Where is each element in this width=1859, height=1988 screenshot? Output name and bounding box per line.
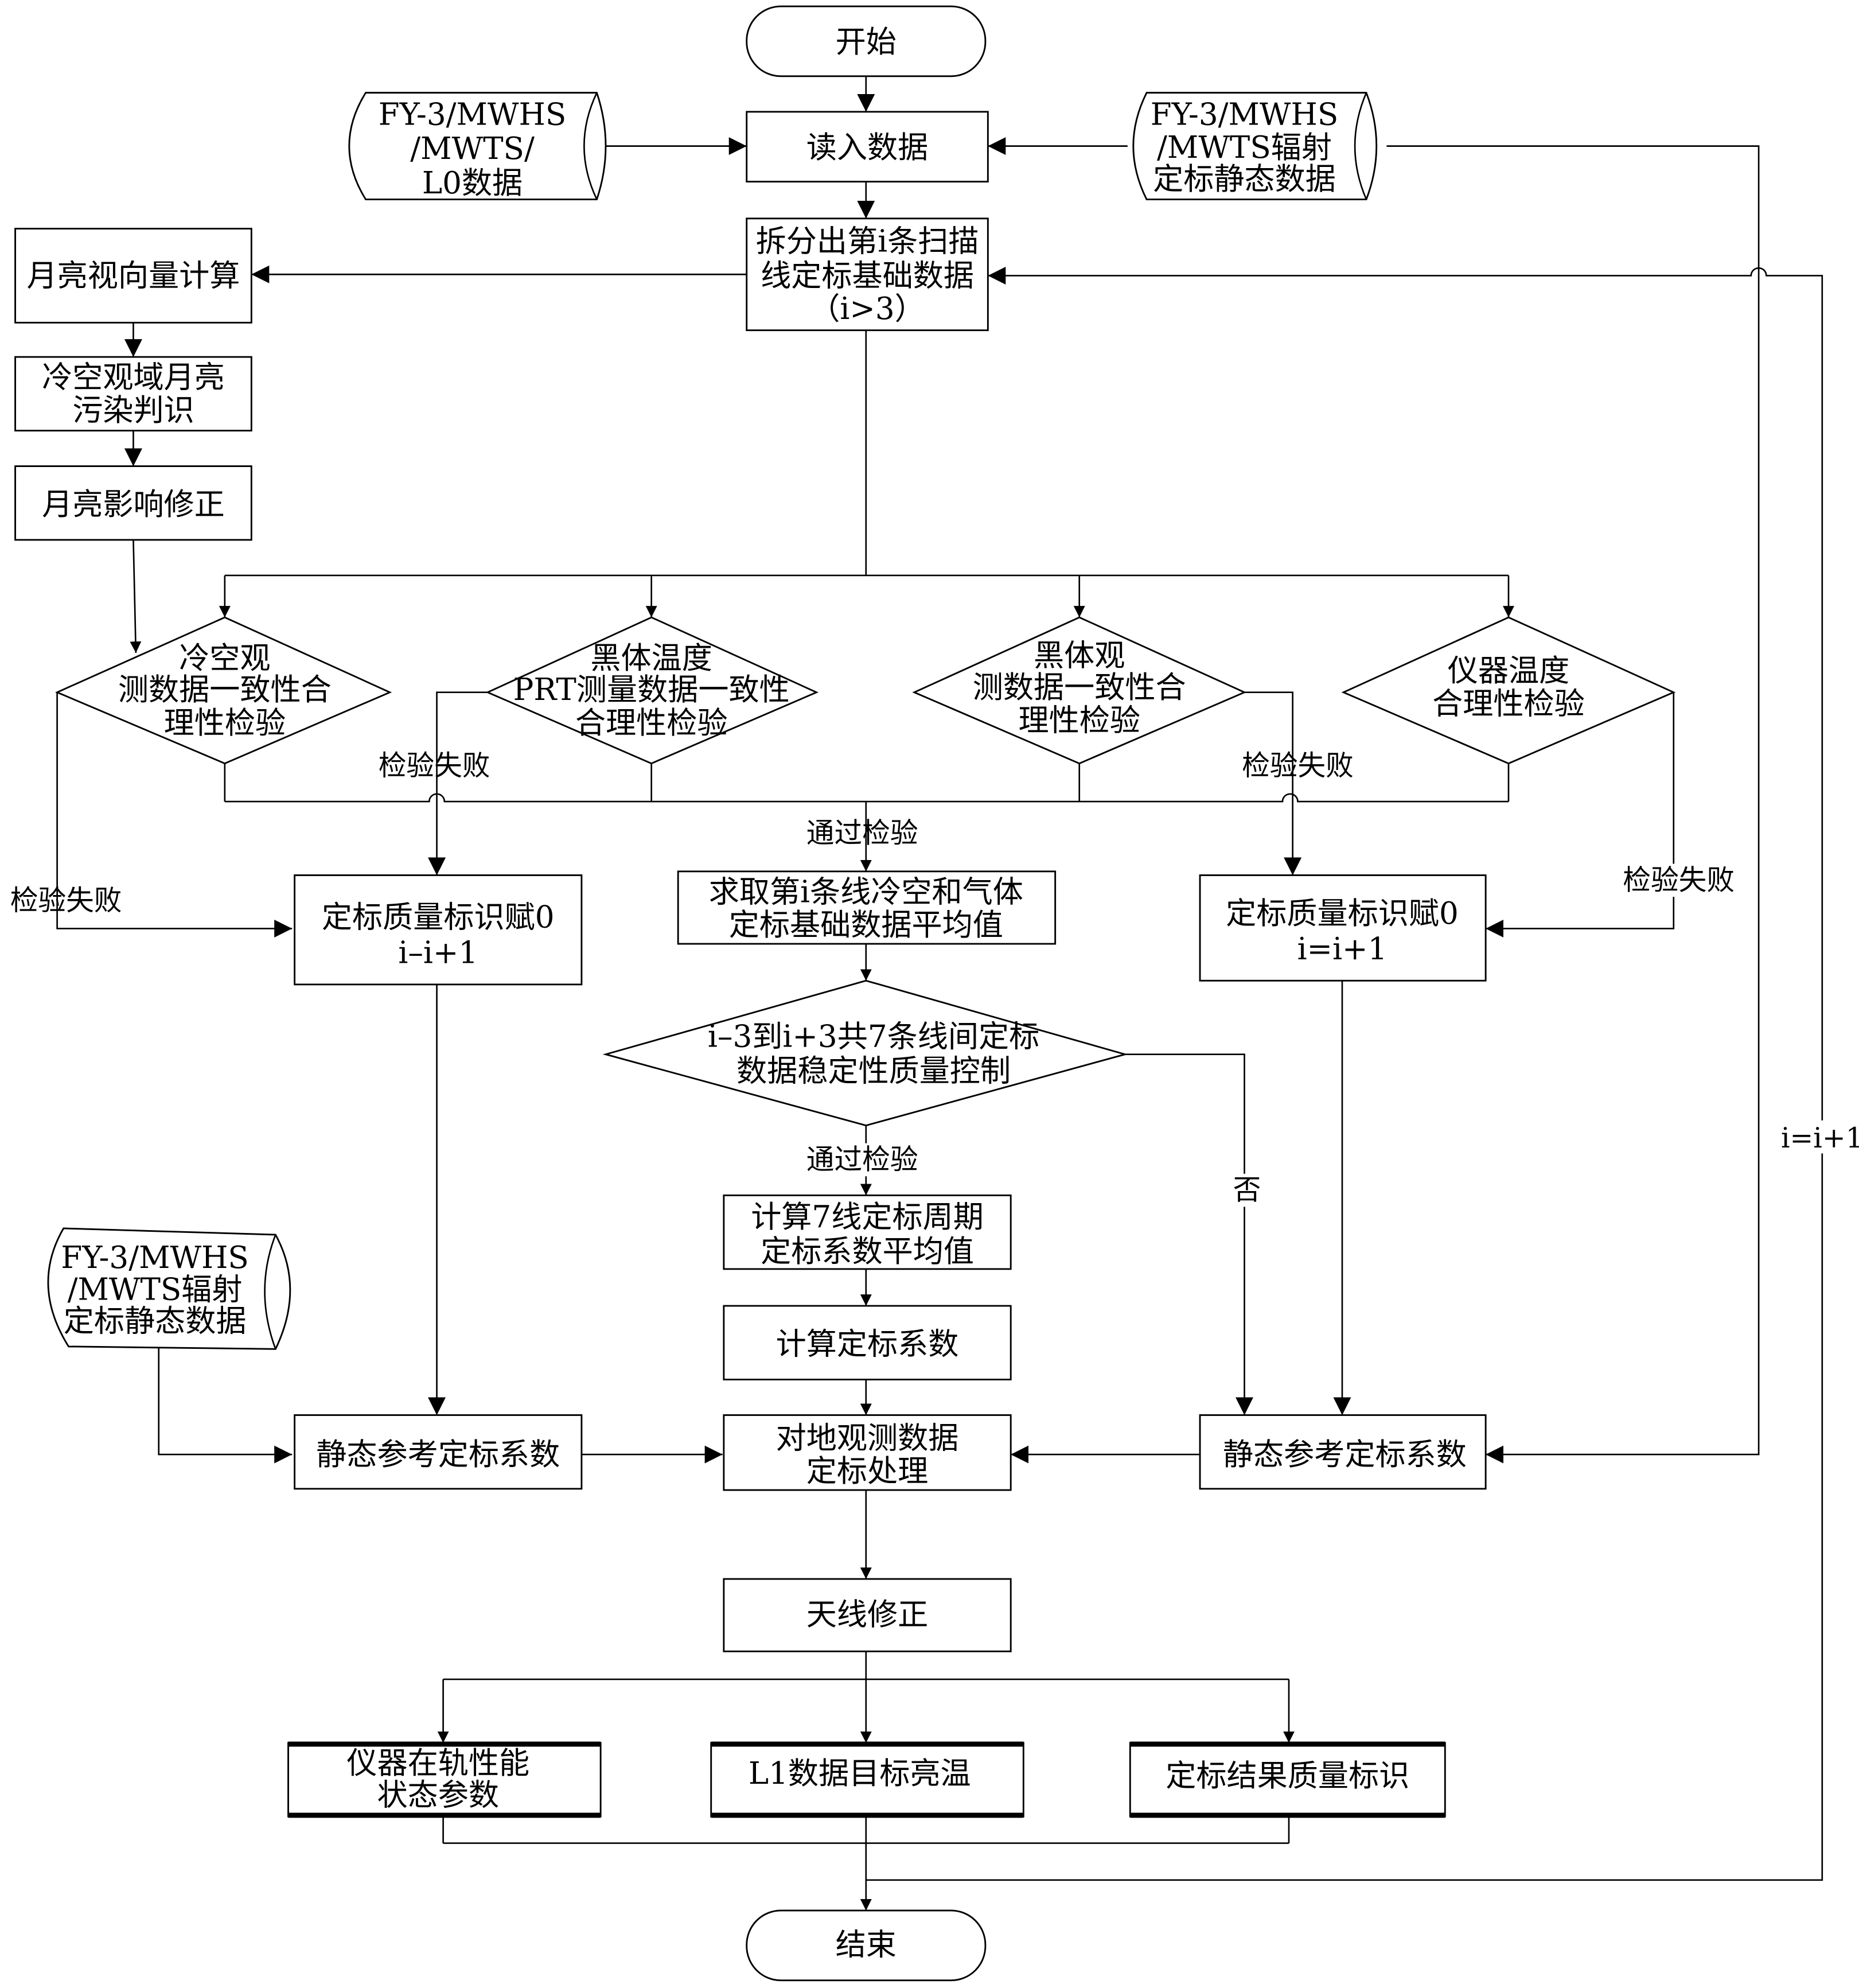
split-line-1: 拆分出第i条扫描	[756, 224, 979, 259]
edge-correct-cold	[130, 539, 142, 653]
ground-line-2: 定标处理	[806, 1453, 928, 1489]
end-terminal: 结束	[746, 1909, 987, 1982]
start-terminal: 开始	[746, 5, 987, 77]
prt-line-1: 黑体温度	[590, 640, 712, 676]
static-left-line-1: FY-3/MWHS	[61, 1240, 248, 1275]
static-ref-right-box: 静态参考定标系数	[1199, 1414, 1487, 1490]
split-scan-box: 拆分出第i条扫描 线定标基础数据 （i>3）	[746, 217, 989, 332]
instr-line-1: 仪器温度	[1448, 653, 1569, 688]
l0-data-store: FY-3/MWHS /MWTS/ L0数据	[348, 92, 607, 201]
perf-line-1: 仪器在轨性能	[346, 1745, 529, 1781]
flag-left-line-1: 定标质量标识赋0	[322, 900, 555, 935]
output-l1-box: L1数据目标亮温	[710, 1741, 1024, 1818]
static-top-line-1: FY-3/MWHS	[1151, 96, 1338, 132]
flag-right-line-1: 定标质量标识赋0	[1226, 896, 1459, 931]
edge-stability-no	[1125, 1053, 1254, 1415]
static-top-line-2: /MWTS辐射	[1157, 130, 1332, 165]
l0-line-1: FY-3/MWHS	[379, 96, 566, 132]
edge-loop-back	[866, 266, 1823, 1881]
pass-label-1: 通过检验	[806, 817, 918, 849]
cold-line-3: 理性检验	[164, 705, 286, 741]
edge-blackbody-fail	[1244, 691, 1302, 876]
ground-calibration-box: 对地观测数据 定标处理	[723, 1414, 1012, 1491]
split-line-2: 线定标基础数据	[761, 258, 974, 293]
avg-coeff-line-2: 定标系数平均值	[761, 1234, 974, 1269]
prt-check-decision: 黑体温度 PRT测量数据一致性 合理性检验	[485, 616, 819, 765]
edge-staticdata-right-ref	[1386, 145, 1760, 1464]
start-label: 开始	[836, 24, 897, 60]
prt-line-2: PRT测量数据一致性	[513, 672, 790, 707]
loop-label: i=i+1	[1781, 1122, 1859, 1154]
moon-contam-line-1: 冷空观域月亮	[42, 360, 225, 395]
static-left-line-3: 定标静态数据	[64, 1304, 247, 1339]
moon-vector-box: 月亮视向量计算	[14, 228, 252, 324]
average-line-1: 求取第i条线冷空和气体	[709, 874, 1023, 909]
calc-coeff-box: 计算定标系数	[723, 1305, 1012, 1380]
moon-correction-box: 月亮影响修正	[14, 465, 252, 541]
no-label: 否	[1233, 1174, 1261, 1207]
quality-flag-left-box: 定标质量标识赋0 i–i+1	[294, 874, 583, 986]
edge-cold-fail	[56, 692, 293, 937]
fail-label-cold: 检验失败	[10, 885, 122, 917]
read-data-box: 读入数据	[746, 111, 989, 183]
blackbody-line-3: 理性检验	[1018, 702, 1140, 738]
read-data-label: 读入数据	[806, 130, 928, 165]
edge-labels: 检验失败 检验失败 检验失败 检验失败 通过检验 通过检验 否 i=i+1	[10, 750, 1859, 1207]
ground-line-1: 对地观测数据	[776, 1420, 959, 1456]
moon-correct-label: 月亮影响修正	[42, 487, 225, 522]
quality-flag-right-box: 定标质量标识赋0 i=i+1	[1199, 874, 1487, 982]
static-top-line-3: 定标静态数据	[1153, 161, 1336, 197]
blackbody-check-decision: 黑体观 测数据一致性合 理性检验	[912, 616, 1247, 765]
static-left-line-2: /MWTS辐射	[68, 1271, 243, 1307]
edge-prt-fail	[428, 691, 488, 876]
flag-right-line-2: i=i+1	[1297, 931, 1388, 967]
static-data-store-top: FY-3/MWHS /MWTS辐射 定标静态数据	[1132, 92, 1378, 201]
moon-contamination-box: 冷空观域月亮 污染判识	[14, 356, 252, 432]
fail-label-blackbody: 检验失败	[1242, 750, 1354, 782]
l1-label: L1数据目标亮温	[749, 1756, 971, 1791]
cold-check-decision: 冷空观 测数据一致性合 理性检验	[55, 616, 392, 765]
edge-staticdata-ref	[158, 1346, 293, 1464]
fail-label-prt: 检验失败	[379, 750, 490, 782]
moon-vector-label: 月亮视向量计算	[27, 258, 240, 293]
perf-line-2: 状态参数	[377, 1777, 499, 1812]
split-line-3: （i>3）	[809, 291, 925, 326]
flag-left-line-2: i–i+1	[398, 935, 478, 971]
instrument-temp-check-decision: 仪器温度 合理性检验	[1341, 616, 1676, 765]
l0-line-3: L0数据	[422, 165, 523, 201]
instr-line-2: 合理性检验	[1432, 686, 1585, 722]
stability-line-1: i–3到i+3共7条线间定标	[708, 1019, 1039, 1055]
connectors	[56, 76, 1823, 1911]
stability-line-2: 数据稳定性质量控制	[736, 1053, 1011, 1088]
static-ref-right-label: 静态参考定标系数	[1223, 1437, 1467, 1472]
avg-coeff-line-1: 计算7线定标周期	[751, 1199, 984, 1235]
end-label: 结束	[836, 1927, 897, 1963]
avg-coeff-box: 计算7线定标周期 定标系数平均值	[723, 1194, 1012, 1270]
static-data-store-left: FY-3/MWHS /MWTS辐射 定标静态数据	[47, 1227, 291, 1350]
fail-label-instr: 检验失败	[1623, 864, 1735, 896]
average-box: 求取第i条线冷空和气体 定标基础数据平均值	[677, 870, 1057, 945]
moon-contam-line-2: 污染判识	[72, 392, 194, 428]
quality-label: 定标结果质量标识	[1166, 1758, 1409, 1794]
pass-label-2: 通过检验	[806, 1143, 918, 1176]
output-quality-box: 定标结果质量标识	[1129, 1741, 1446, 1818]
static-ref-left-label: 静态参考定标系数	[316, 1437, 560, 1472]
calc-coeff-label: 计算定标系数	[776, 1326, 959, 1361]
average-line-2: 定标基础数据平均值	[729, 907, 1003, 943]
blackbody-line-2: 测数据一致性合	[973, 670, 1186, 705]
static-ref-left-box: 静态参考定标系数	[294, 1414, 583, 1490]
blackbody-line-1: 黑体观	[1034, 637, 1125, 673]
output-performance-box: 仪器在轨性能 状态参数	[287, 1741, 602, 1818]
l0-line-2: /MWTS/	[410, 131, 535, 166]
stability-decision: i–3到i+3共7条线间定标 数据稳定性质量控制	[602, 979, 1128, 1127]
cold-line-1: 冷空观	[179, 640, 270, 676]
cold-line-2: 测数据一致性合	[118, 672, 332, 707]
antenna-label: 天线修正	[806, 1597, 928, 1632]
antenna-correction-box: 天线修正	[723, 1578, 1012, 1652]
prt-line-3: 合理性检验	[575, 705, 728, 741]
collect-bar	[224, 793, 1509, 803]
edge-instr-fail	[1486, 692, 1675, 937]
